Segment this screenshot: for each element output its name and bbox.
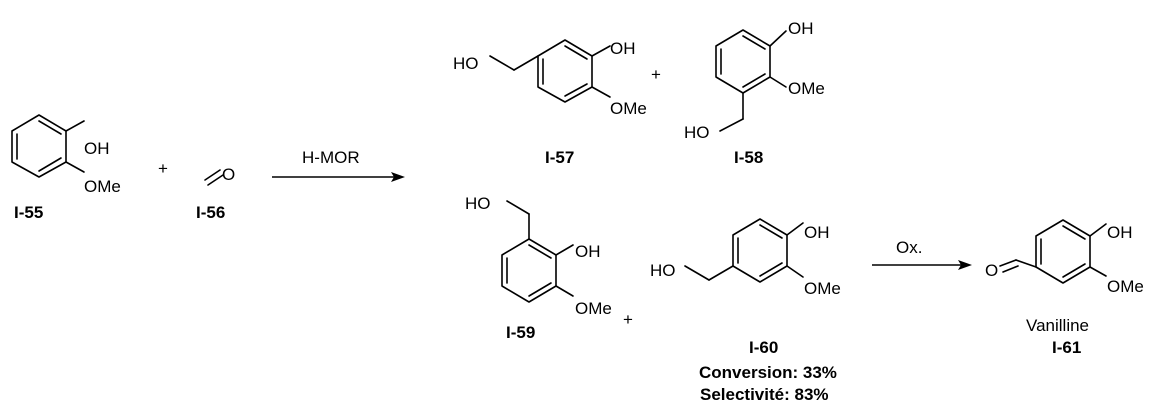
structure-vanillin: O OH OMe <box>985 219 1144 296</box>
plus-sign: + <box>651 65 661 84</box>
compound-id-guaiacol: I-55 <box>14 203 43 222</box>
structure-formaldehyde: O <box>204 165 235 186</box>
arrowhead-1 <box>391 172 405 182</box>
reagent-ox: Ox. <box>896 238 922 257</box>
compound-id-formaldehyde: I-56 <box>196 203 225 222</box>
structure-p58: OH OMe HO <box>684 19 825 142</box>
group-ho: HO <box>684 123 710 142</box>
group-ome: OMe <box>788 79 825 98</box>
arrowhead-2 <box>958 260 972 270</box>
structure-p60: HO OH OMe <box>650 218 841 298</box>
selectivity-label: Selectivité: 83% <box>700 385 829 404</box>
group-ho: HO <box>650 261 676 280</box>
structure-guaiacol: OH OMe <box>11 114 121 196</box>
compound-id-p58: I-58 <box>734 148 763 167</box>
group-ome: OMe <box>575 299 612 318</box>
compound-id-p57: I-57 <box>545 148 574 167</box>
group-ho: HO <box>465 194 491 213</box>
group-oh: OH <box>575 242 601 261</box>
structure-p59: HO OH OMe <box>465 194 612 318</box>
conversion-label: Conversion: 33% <box>699 363 837 382</box>
group-oh: OH <box>804 223 830 242</box>
group-ho: HO <box>453 54 479 73</box>
group-ome: OMe <box>610 99 647 118</box>
group-oh: OH <box>610 39 636 58</box>
reagent-h-mor: H-MOR <box>302 148 360 167</box>
group-ome: OMe <box>1107 277 1144 296</box>
group-ome: OMe <box>804 279 841 298</box>
group-ome: OMe <box>84 177 121 196</box>
group-oh: OH <box>1107 223 1133 242</box>
compound-id-vanillin: I-61 <box>1052 338 1081 357</box>
group-o: O <box>985 261 998 280</box>
compound-name-vanillin: Vanilline <box>1026 316 1089 335</box>
structure-p57: HO OH OMe <box>453 39 647 118</box>
plus-sign: + <box>158 159 168 178</box>
compound-id-p60: I-60 <box>749 338 778 357</box>
compound-id-p59: I-59 <box>506 323 535 342</box>
plus-sign: + <box>623 310 633 329</box>
group-oh: OH <box>788 19 814 38</box>
group-oh: OH <box>84 139 110 158</box>
group-o: O <box>222 165 235 184</box>
